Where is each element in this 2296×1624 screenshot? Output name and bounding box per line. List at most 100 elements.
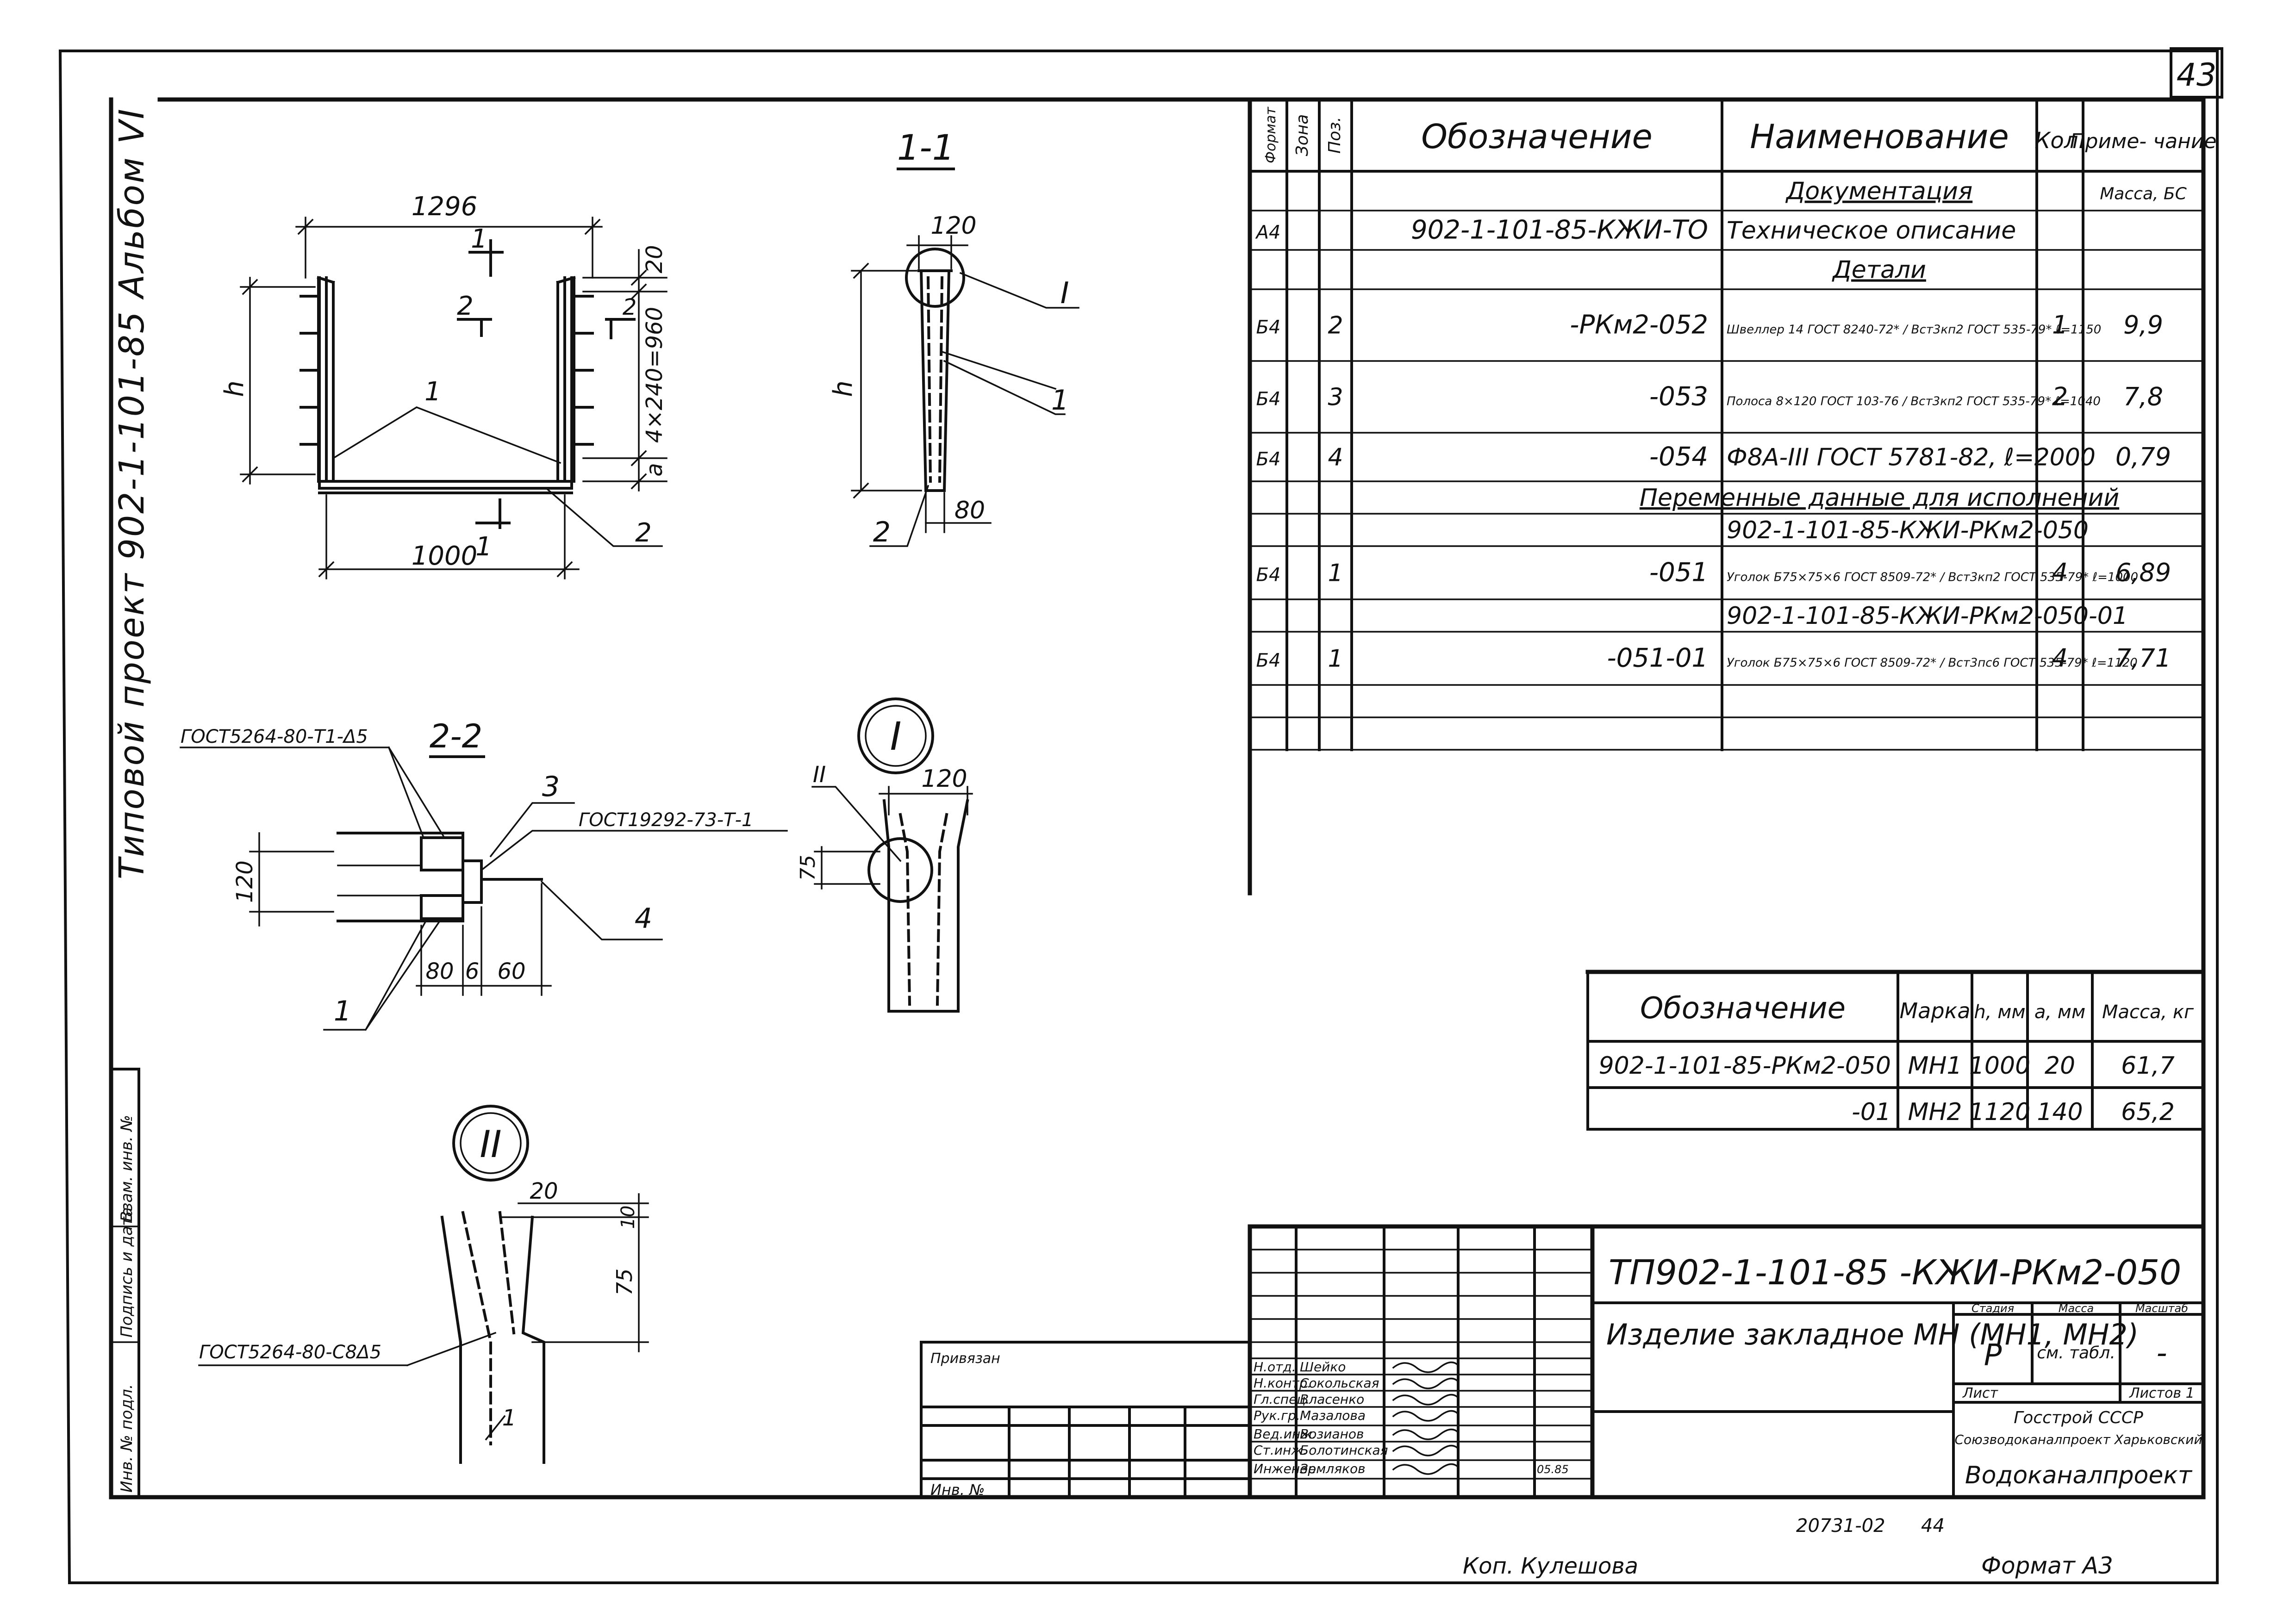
spec-row-name: Переменные данные для исполнений [1640,484,2119,512]
project-side-stamp: Типовой проект 902-1-101-85 Альбом VI [112,107,152,879]
node2-top-dim: 20 [530,1178,558,1204]
dim-base: 1000 [412,541,478,571]
spec-row-name: 902-1-101-85-КЖИ-РКм2-050 [1727,516,2089,544]
node2-weld: ГОСТ5264-80-С8Δ5 [199,1342,381,1363]
signature-mark [1392,1394,1460,1406]
tb-staff-name: Болотинская [1300,1443,1388,1458]
var-row-h: 1120 [1969,1098,2030,1126]
tb-scale: - [2156,1336,2167,1370]
sec11-pos1: 1 [1051,384,1069,417]
sec11-h: h [828,380,858,397]
var-row-a: 20 [2045,1052,2075,1080]
dim-step: 4×240=960 [642,307,668,443]
sec22-dim-b: 6 [465,958,480,984]
sec11-top-dim: 120 [930,212,976,240]
spec-row-name: Уголок Б75×75×6 ГОСТ 8509-72* / Вст3кп2 … [1727,571,2138,585]
sec22-dim-a: 80 [425,958,454,984]
spec-row-pos: 4 [1328,444,1343,472]
spec-row-designation: -053 [1649,382,1708,412]
spec-header-zone: Зона [1293,114,1312,156]
spec-row-note: 9,9 [2123,311,2163,340]
var-header-designation: Обозначение [1640,991,1846,1026]
var-row-mark: МН1 [1908,1052,1962,1080]
var-header-a: a, мм [2034,1002,2085,1023]
tb-staff-name: Возианов [1300,1426,1364,1442]
spec-header-qty: Кол. [2034,128,2085,154]
var-row-mass: 61,7 [2121,1052,2175,1080]
spec-row-pos: 2 [1328,312,1343,340]
var-header-h: h, мм [1974,1002,2025,1023]
cut2-left-label: 2 [457,291,474,321]
node-2: II 20 10 75 ГОСТ5264-80-С8Δ5 1 [198,1105,649,1464]
spec-row-qty: 4 [2052,558,2068,587]
tb-org1: Госстрой СССР [2014,1408,2143,1427]
sec22-weld-right: ГОСТ19292-73-Т-1 [579,809,753,831]
sec22-pos3: 3 [542,771,560,803]
spec-row-designation: -051-01 [1607,643,1708,673]
node2-small-dim: 10 [618,1206,639,1229]
tb-staff-role: Н.отд. [1254,1359,1296,1375]
tb-staff-name: Мазалова [1300,1408,1366,1423]
tb-sheets-label: Листов 1 [2129,1385,2195,1401]
sec22-dim-h: 120 [232,860,258,903]
tb-staff-role: Гл.спец. [1254,1392,1310,1407]
section-1-1-title: 1-1 [897,127,955,168]
tb-staff-name: Шейко [1300,1359,1346,1375]
node1-ref: II [813,762,826,788]
sec22-dim-c: 60 [497,958,525,984]
dim-a: a [642,463,668,476]
tb-org3: Водоканалпроект [1965,1462,2193,1489]
tb-code: ТП902-1-101-85 -КЖИ-РКм2-050 [1609,1253,2181,1293]
stamp-inv-podl: Инв. № подл. [118,1384,136,1493]
spec-row-name: Документация [1785,178,1972,205]
sec22-pos1: 1 [334,995,351,1027]
spec-row-name: Швеллер 14 ГОСТ 8240-72* / Вст3кп2 ГОСТ … [1727,323,2101,337]
tb-sheet-label: Лист [1962,1385,1999,1401]
tb-stage-label: Стадия [1972,1302,2014,1315]
stamp-signature-date: Подпись и дата [118,1207,136,1338]
spec-row-designation: -054 [1649,442,1708,472]
sec11-bottom-dim: 80 [955,497,985,524]
node1-top-dim: 120 [921,765,967,793]
sec11-node-label: I [1061,276,1069,311]
section-2-2-title: 2-2 [430,717,482,755]
spec-row-qty: 2 [2052,382,2068,411]
main-pos1-label: 1 [424,377,441,407]
spec-row-designation: -РКм2-052 [1570,310,1708,340]
var-row-mass: 65,2 [2121,1098,2175,1126]
footer-format: Формат А3 [1981,1552,2113,1579]
sheet-number: 43 [2177,57,2217,93]
tb-mass: см. табл. [2037,1344,2115,1363]
stamp-replace-inv: Взам. инв. № [118,1115,136,1222]
sec11-pos2: 2 [873,516,891,548]
var-header-mass: Масса, кг [2102,1002,2194,1023]
spec-row-designation: -051 [1649,558,1708,588]
spec-header-note: Приме- чание [2070,130,2216,153]
spec-row-qty: 1 [2052,311,2068,340]
spec-row-pos: 3 [1328,384,1343,411]
section-1-1: 1-1 120 h 80 I 1 2 [828,127,1079,548]
footer-copied: Коп. Кулешова [1463,1553,1638,1579]
tb-staff-name: Земляков [1300,1461,1366,1476]
node2-pos1: 1 [502,1405,517,1431]
signature-mark [1392,1444,1460,1456]
spec-header-pos: Поз. [1325,117,1344,154]
tb-inv: Инв. № [930,1481,985,1499]
var-row-designation: 902-1-101-85-РКм2-050 [1599,1052,1891,1080]
node1-side-dim: 75 [796,855,820,881]
var-row-h: 1000 [1969,1052,2030,1080]
tb-title-line: Изделие закладное МН (МН1, МН2) [1606,1318,2139,1351]
spec-header-format: Формат [1263,106,1279,163]
tb-staff-date: 05.85 [1537,1463,1569,1476]
left-binding-stamp: Инв. № подл. Подпись и дата Взам. инв. № [110,1068,140,1499]
var-row-a: 140 [2037,1098,2083,1126]
sec22-pos4: 4 [635,902,652,935]
tb-stage: Р [1984,1338,2002,1373]
tb-staff-role: Инженер [1254,1461,1316,1476]
footer-page: 44 [1921,1515,1945,1537]
spec-row-name: Техническое описание [1727,217,2016,245]
footer-doc-no: 20731-02 [1796,1515,1885,1537]
node2-side-dim: 75 [612,1269,637,1296]
